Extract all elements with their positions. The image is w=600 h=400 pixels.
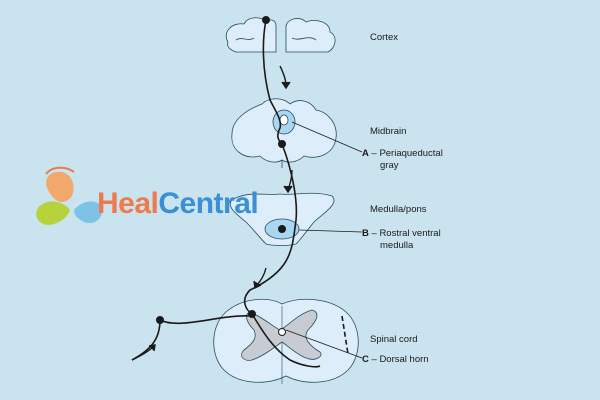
watermark-text: HealCentral xyxy=(97,186,259,222)
label-c: C – Dorsal horn xyxy=(362,354,429,366)
rvm-neuron xyxy=(278,225,286,233)
label-b: B – Rostral ventral xyxy=(362,228,441,240)
spinal-cord-structure xyxy=(213,298,359,384)
cortex-neuron xyxy=(262,16,270,24)
label-a: A – Periaqueductal xyxy=(362,148,443,160)
cortex-structure xyxy=(225,17,336,53)
direction-arrows xyxy=(131,65,293,361)
spinal-label: Spinal cord xyxy=(370,334,418,345)
dorsal-horn-neuron xyxy=(248,310,256,318)
label-c-text: – Dorsal horn xyxy=(371,354,429,365)
heal-central-logo-icon xyxy=(36,166,103,225)
label-c-letter: C xyxy=(362,354,369,365)
peripheral-neuron xyxy=(156,316,164,324)
neuron-nodes xyxy=(156,16,286,336)
label-a-text: – Periaqueductal xyxy=(371,148,443,159)
label-b-continued: medulla xyxy=(380,240,414,251)
midbrain-structure xyxy=(231,98,337,168)
leader-lines xyxy=(285,121,363,359)
pag-neuron xyxy=(278,140,286,148)
label-b-letter: B xyxy=(362,228,369,239)
midbrain-label: Midbrain xyxy=(370,126,407,137)
label-b-text: – Rostral ventral xyxy=(371,228,441,239)
dorsal-horn-target xyxy=(278,328,286,336)
watermark-part1: Heal xyxy=(97,187,159,220)
watermark-part2: Central xyxy=(158,187,259,220)
label-a-letter: A xyxy=(362,148,369,159)
label-a-continued: gray xyxy=(380,160,399,171)
cortex-label: Cortex xyxy=(370,32,398,43)
medulla-label: Medulla/pons xyxy=(370,204,427,215)
